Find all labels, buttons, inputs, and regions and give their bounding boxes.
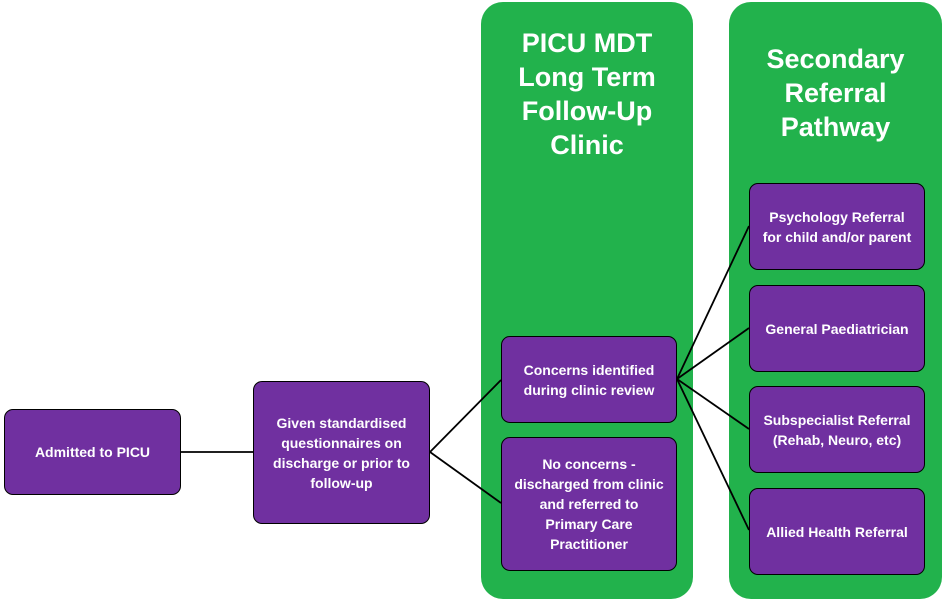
clinic-panel-title: PICU MDT Long Term Follow-Up Clinic: [518, 28, 656, 160]
connector-concerns-psychology: [676, 225, 750, 380]
connector-questionnaires-concerns: [429, 379, 502, 453]
secondary-panel-title: Secondary Referral Pathway: [766, 44, 905, 142]
general-paediatrician-node: General Paediatrician: [749, 285, 925, 372]
allied-health-referral-node: Allied Health Referral: [749, 488, 925, 575]
no-concerns-node: No concerns - discharged from clinic and…: [501, 437, 677, 571]
admitted-to-picu-node: Admitted to PICU: [4, 409, 181, 495]
psychology-referral-node: Psychology Referral for child and/or par…: [749, 183, 925, 270]
questionnaires-node: Given standardised questionnaires on dis…: [253, 381, 430, 524]
connector-concerns-paediatrician: [676, 327, 750, 380]
subspecialist-referral-node: Subspecialist Referral (Rehab, Neuro, et…: [749, 386, 925, 473]
connector-questionnaires-no-concerns: [429, 451, 502, 504]
connector-concerns-subspecialist: [676, 378, 750, 430]
concerns-identified-node: Concerns identified during clinic review: [501, 336, 677, 423]
connector-concerns-allied: [676, 378, 750, 531]
